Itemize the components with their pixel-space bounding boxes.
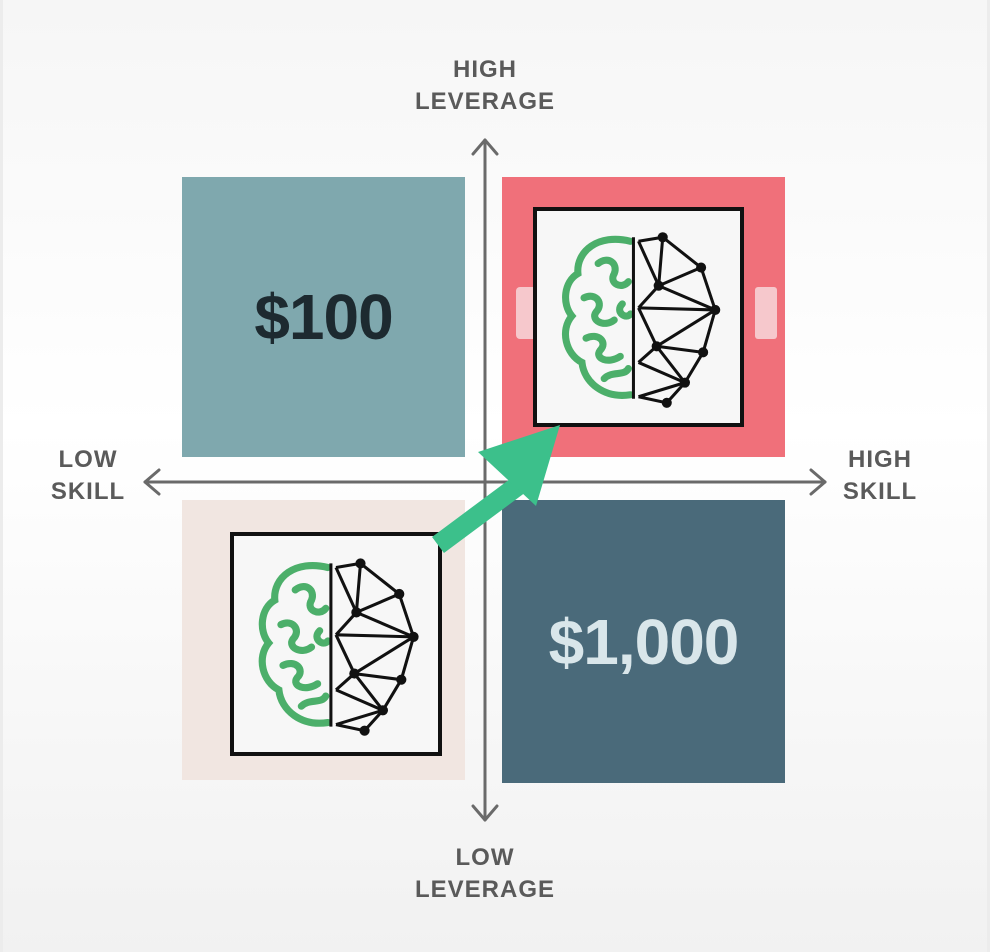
- quadrant-bottom-right-label: $1,000: [548, 605, 740, 678]
- axis-label-left-line2: SKILL: [50, 478, 126, 505]
- axis-label-top-line1: HIGH: [453, 56, 517, 83]
- axis-label-bottom-line2: LEVERAGE: [414, 876, 556, 903]
- arrowhead-right-icon: [809, 468, 827, 496]
- brain-network-icon: [561, 232, 721, 408]
- quadrant-top-right-hidden-text-right: [755, 287, 777, 339]
- arrowhead-down-icon: [471, 804, 499, 822]
- axis-label-left: LOW SKILL: [38, 444, 138, 508]
- quadrant-bottom-right: $1,000: [502, 500, 785, 783]
- axis-label-bottom: LOW LEVERAGE: [405, 842, 565, 906]
- brain-network-icon: [258, 558, 419, 736]
- axis-label-left-line1: LOW: [58, 446, 118, 473]
- axis-label-top: HIGH LEVERAGE: [405, 54, 565, 118]
- arrowhead-left-icon: [143, 468, 161, 496]
- brain-card-top-right: [533, 207, 744, 427]
- quadrant-top-left-label: $100: [254, 281, 393, 353]
- axis-label-bottom-line1: LOW: [455, 844, 515, 871]
- axis-label-right-line2: SKILL: [842, 478, 918, 505]
- quadrant-top-left: $100: [182, 177, 465, 457]
- axis-label-top-line2: LEVERAGE: [414, 88, 556, 115]
- arrowhead-up-icon: [471, 138, 499, 156]
- axis-label-right: HIGH SKILL: [830, 444, 930, 508]
- brain-card-bottom-left: [230, 532, 442, 756]
- axis-label-right-line1: HIGH: [848, 446, 912, 473]
